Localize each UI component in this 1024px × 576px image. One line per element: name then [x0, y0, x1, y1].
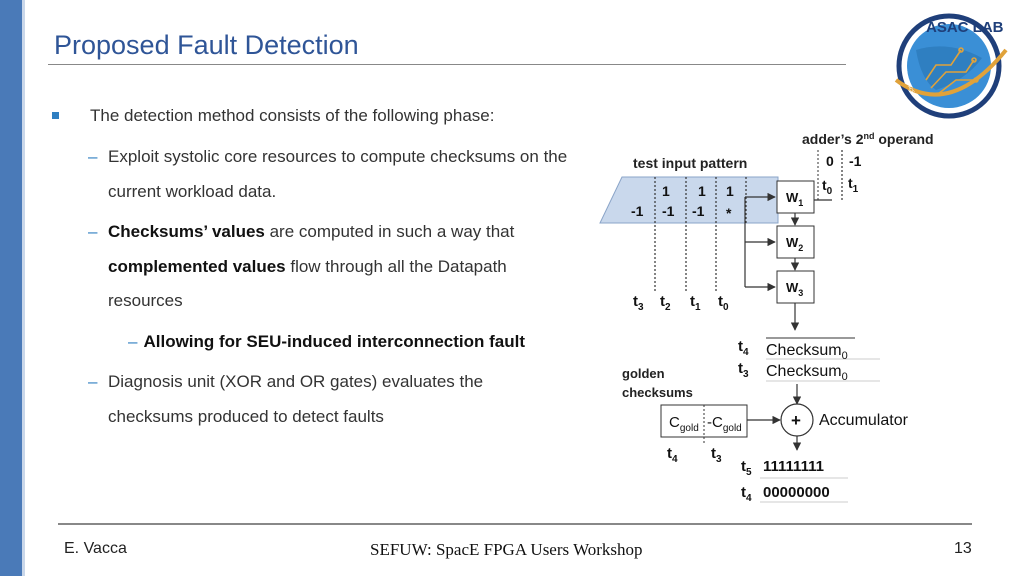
golden-label-line1: golden	[622, 366, 665, 381]
logo-title: ASAC LAB	[926, 19, 1004, 36]
bullet-main-text: The detection method consists of the fol…	[90, 106, 495, 125]
weight-box-w1	[776, 180, 815, 214]
sub-bullet-3-text: Diagnosis unit (XOR and OR gates) evalua…	[108, 372, 484, 426]
time-label: t0	[718, 293, 729, 313]
sub-bullet-2: – Checksums’ values are computed in such…	[88, 215, 588, 319]
sub-bullet-3: – Diagnosis unit (XOR and OR gates) eval…	[88, 365, 588, 434]
asac-lab-logo: ASAC LAB AEROSPACE SAFETY AND COMPUTING …	[894, 13, 1008, 119]
pattern-cell: *	[726, 205, 732, 221]
operand-value: -1	[849, 153, 862, 169]
pattern-dashed-columns	[654, 150, 843, 292]
cgold-time: t3	[711, 445, 722, 465]
adder-symbol: +	[791, 411, 801, 430]
checksum-value: Checksum0	[766, 342, 848, 362]
sub-bullet-2-part2: flow through all the Datapath resources	[108, 256, 507, 311]
weight-label: W3	[786, 280, 803, 298]
weight-box-w3	[776, 270, 815, 304]
footer-event: SEFUW: SpacE FPGA Users Workshop	[370, 540, 643, 559]
checksum-time: t4	[738, 338, 749, 358]
dash-icon: –	[128, 332, 138, 351]
operand-time: t1	[848, 175, 859, 195]
sub-bullet-1-text: Exploit systolic core resources to compu…	[108, 147, 568, 201]
pattern-cell: 1	[698, 183, 706, 199]
left-accent-bar	[0, 0, 22, 576]
bold-complemented-values: complemented values	[108, 256, 286, 276]
logo-circuit-lines	[925, 47, 979, 95]
weight-label: W1	[786, 190, 803, 208]
output-value: 00000000	[763, 484, 830, 501]
sub-bullet-1: – Exploit systolic core resources to com…	[88, 140, 588, 209]
footer-author: E. Vacca	[64, 540, 127, 557]
neg-cgold-value: -Cgold	[707, 414, 742, 434]
checksum-value: Checksum0	[766, 363, 848, 383]
time-label: t1	[690, 293, 701, 313]
pattern-cell: 1	[662, 183, 670, 199]
title-divider	[48, 64, 846, 65]
logo-outer-ring	[896, 13, 1002, 119]
footer-divider	[58, 523, 972, 525]
operand-value: 0	[826, 153, 834, 169]
time-label: t2	[660, 293, 671, 313]
adder-operand-label: adder’s 2nd operand	[802, 131, 934, 147]
pattern-cell: -1	[662, 203, 675, 219]
bold-checksums-values: Checksums’ values	[108, 222, 265, 241]
weight-label: W2	[786, 235, 803, 253]
pattern-cell: -1	[631, 203, 644, 219]
output-time: t5	[741, 458, 752, 478]
sub-sub-bullet: –Allowing for SEU-induced interconnectio…	[128, 325, 525, 359]
checksum-time: t3	[738, 360, 749, 380]
feed-lines	[744, 192, 832, 331]
cgold-value: Cgold	[669, 414, 699, 434]
output-time: t4	[741, 484, 752, 504]
cgold-time: t4	[667, 445, 678, 465]
pattern-cell: -1	[692, 203, 705, 219]
left-accent-stripe	[22, 0, 25, 576]
logo-orbit	[894, 48, 1008, 97]
accumulator-label: Accumulator	[819, 412, 909, 429]
weight-box-w2	[776, 225, 815, 259]
test-input-label: test input pattern	[633, 155, 747, 171]
dash-icon: –	[88, 372, 98, 391]
pattern-cell: 1	[726, 183, 734, 199]
operand-time: t0	[822, 177, 833, 197]
page-number: 13	[954, 540, 972, 557]
dash-icon: –	[88, 222, 98, 241]
output-value: 11111111	[763, 458, 824, 475]
square-bullet-icon	[52, 112, 59, 119]
logo-globe-shade	[916, 46, 982, 90]
dash-icon: –	[88, 147, 98, 166]
golden-label-line2: checksums	[622, 385, 693, 400]
slide-title: Proposed Fault Detection	[54, 30, 359, 60]
input-pattern-block	[599, 176, 779, 224]
sub-bullet-2-part1: are computed in such a way that	[264, 222, 515, 241]
time-label: t3	[633, 293, 644, 313]
bold-seu-fault: Allowing for SEU-induced interconnection…	[143, 332, 526, 351]
sub-bullet-2-text: Checksums’ values are computed in such a…	[108, 215, 578, 319]
